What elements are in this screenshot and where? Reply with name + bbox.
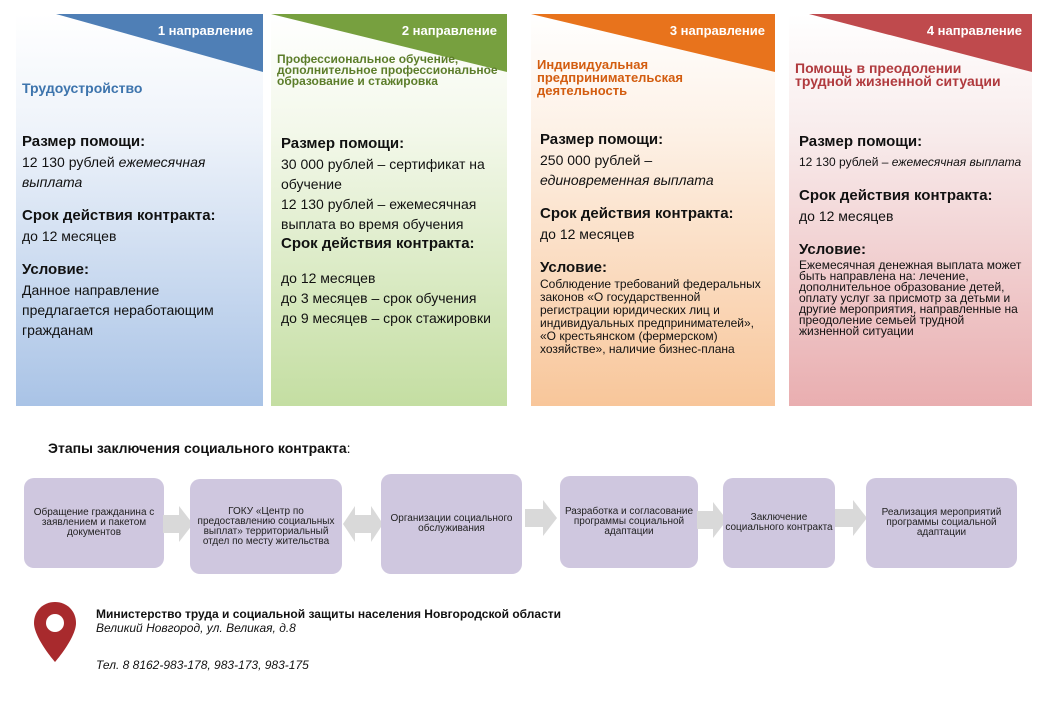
term-value: до 12 месяцев — [22, 228, 117, 244]
tab-label: 4 направление — [926, 23, 1022, 38]
condition-value: Данное направление предлагается неработа… — [22, 282, 214, 338]
term-line-1: до 12 месяцев — [281, 270, 376, 286]
stage-arrow-2 — [525, 500, 557, 536]
term-label: Срок действия контракта: — [799, 187, 993, 204]
help-label: Размер помощи: — [281, 135, 405, 152]
card-tab: 2 направление — [271, 14, 507, 72]
term-label: Срок действия контракта: — [22, 207, 216, 224]
card-title: Трудоустройство — [22, 80, 143, 96]
stage-arrow-1 — [163, 506, 193, 542]
condition-value: Соблюдение требований федеральных законо… — [540, 277, 761, 356]
footer-org: Министерство труда и социальной защиты н… — [96, 607, 562, 621]
stage-step-6: Реализация мероприятий программы социаль… — [866, 478, 1017, 568]
condition-label: Условие: — [799, 241, 867, 258]
card-body: Размер помощи: 30 000 рублей – сертифика… — [281, 134, 507, 328]
term-label: Срок действия контракта: — [540, 205, 734, 222]
help-label: Размер помощи: — [22, 133, 146, 150]
tab-label: 3 направление — [669, 23, 765, 38]
card-body: Размер помощи: 12 130 рублей – ежемесячн… — [799, 132, 1027, 337]
footer-phone: Тел. 8 8162-983-178, 983-173, 983-175 — [96, 658, 309, 672]
card-body: Размер помощи: 250 000 рублей –единоврем… — [540, 130, 768, 356]
card-tab: 3 направление — [531, 14, 775, 72]
condition-label: Условие: — [540, 259, 608, 276]
stage-step-1: Обращение гражданина с заявлением и паке… — [24, 478, 164, 568]
term-line-3: до 9 месяцев – срок стажировки — [281, 310, 491, 326]
stages-title: Этапы заключения социального контракта: — [48, 440, 351, 456]
help-value: 12 130 рублей – ежемесячная выплата — [799, 155, 1022, 169]
help-line-2: 12 130 рублей – ежемесячная выплата во в… — [281, 196, 477, 232]
help-value: 250 000 рублей –единовременная выплата — [540, 152, 714, 188]
card-tab: 1 направление — [16, 14, 263, 72]
stage-arrow-4 — [835, 500, 867, 536]
card-direction-4: 4 направление Помощь в преодолении трудн… — [789, 14, 1032, 406]
stage-step-5: Заключение социального контракта — [723, 478, 835, 568]
location-pin-icon — [32, 600, 78, 669]
card-title: Помощь в преодолении трудной жизненной с… — [795, 60, 1001, 89]
condition-label: Условие: — [22, 261, 90, 278]
footer-address: Великий Новгород, ул. Великая, д.8 — [96, 621, 296, 635]
card-direction-1: 1 направление Трудоустройство Размер пом… — [16, 14, 263, 406]
footer-contacts: Министерство труда и социальной защиты н… — [96, 607, 561, 635]
stage-arrow-3 — [697, 502, 727, 538]
stage-step-4: Разработка и согласование программы соци… — [560, 476, 698, 568]
card-tab: 4 направление — [789, 14, 1032, 72]
card-direction-2: 2 направление Профессиональное обучение,… — [271, 14, 507, 406]
card-title: Профессиональное обучение, дополнительно… — [277, 52, 498, 88]
tab-label: 2 направление — [401, 23, 497, 38]
help-value: 12 130 рублей ежемесячная выплата — [22, 154, 206, 190]
card-title: Индивидуальная предпринимательская деяте… — [537, 57, 683, 98]
help-line-1: 30 000 рублей – сертификат на обучение — [281, 156, 485, 192]
tab-label: 1 направление — [157, 23, 253, 38]
stage-step-2: ГОКУ «Центр по предоставлению социальных… — [190, 479, 342, 574]
card-direction-3: 3 направление Индивидуальная предпринима… — [531, 14, 775, 406]
term-label: Срок действия контракта: — [281, 235, 475, 252]
term-value: до 12 месяцев — [540, 226, 635, 242]
card-body: Размер помощи: 12 130 рублей ежемесячная… — [22, 132, 250, 340]
stage-step-3: Организации социального обслуживания — [381, 474, 522, 574]
stage-arrow-double — [343, 506, 383, 542]
term-value: до 12 месяцев — [799, 208, 894, 224]
help-label: Размер помощи: — [799, 133, 923, 150]
condition-value: Ежемесячная денежная выплата может быть … — [799, 258, 1022, 338]
term-line-2: до 3 месяцев – срок обучения — [281, 290, 477, 306]
help-label: Размер помощи: — [540, 131, 664, 148]
